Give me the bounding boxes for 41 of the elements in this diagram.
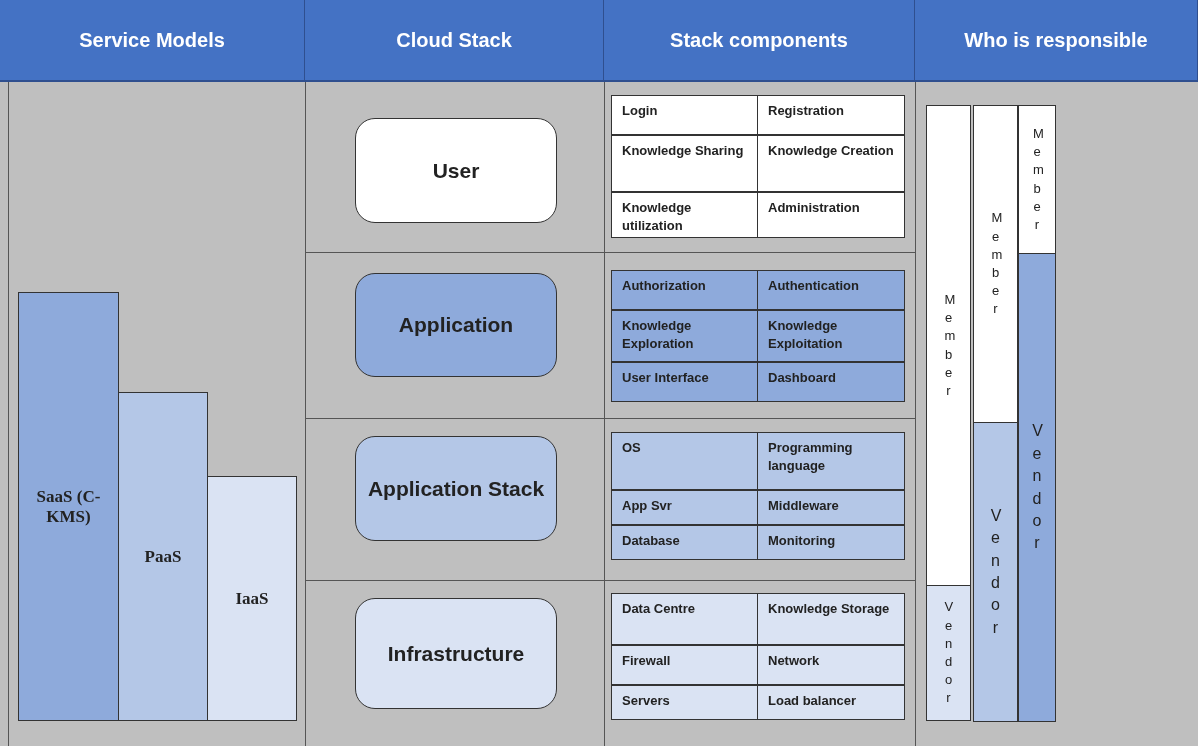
service-model-bar: PaaS	[118, 392, 208, 721]
component-cell: Knowledge utilization	[611, 192, 758, 238]
responsibility-bar: Vendor	[1018, 253, 1056, 722]
column-header: Who is responsible	[915, 0, 1198, 82]
component-cell: Data Centre	[611, 593, 758, 645]
component-cell: Servers	[611, 685, 758, 720]
column-header: Service Models	[0, 0, 305, 82]
component-cell: Knowledge Storage	[757, 593, 905, 645]
component-cell: Load balancer	[757, 685, 905, 720]
layer-box: User	[355, 118, 557, 223]
component-cell: Administration	[757, 192, 905, 238]
service-model-bar: SaaS (C-KMS)	[18, 292, 119, 721]
responsibility-bar: Vendor	[973, 422, 1018, 722]
column-header: Stack components	[604, 0, 915, 82]
component-cell: Registration	[757, 95, 905, 135]
component-cell: Firewall	[611, 645, 758, 685]
component-cell: OS	[611, 432, 758, 490]
component-cell: Knowledge Exploitation	[757, 310, 905, 362]
component-cell: Middleware	[757, 490, 905, 525]
component-cell: Dashboard	[757, 362, 905, 402]
responsibility-bar: Member	[973, 105, 1018, 423]
component-cell: Authorization	[611, 270, 758, 310]
layer-box: Application Stack	[355, 436, 557, 541]
responsibility-bar: Member	[1018, 105, 1056, 254]
component-cell: Login	[611, 95, 758, 135]
component-cell: App Svr	[611, 490, 758, 525]
layer-box: Application	[355, 273, 557, 377]
component-cell: Network	[757, 645, 905, 685]
service-model-bar: IaaS	[207, 476, 297, 721]
component-cell: Authentication	[757, 270, 905, 310]
component-cell: Monitoring	[757, 525, 905, 560]
responsibility-bar: Member	[926, 105, 971, 586]
column-header: Cloud Stack	[305, 0, 604, 82]
component-cell: Knowledge Exploration	[611, 310, 758, 362]
responsibility-bar: Vendor	[926, 585, 971, 721]
component-cell: Knowledge Sharing	[611, 135, 758, 192]
component-cell: Programming language	[757, 432, 905, 490]
component-cell: Database	[611, 525, 758, 560]
component-cell: User Interface	[611, 362, 758, 402]
layer-box: Infrastructure	[355, 598, 557, 709]
component-cell: Knowledge Creation	[757, 135, 905, 192]
